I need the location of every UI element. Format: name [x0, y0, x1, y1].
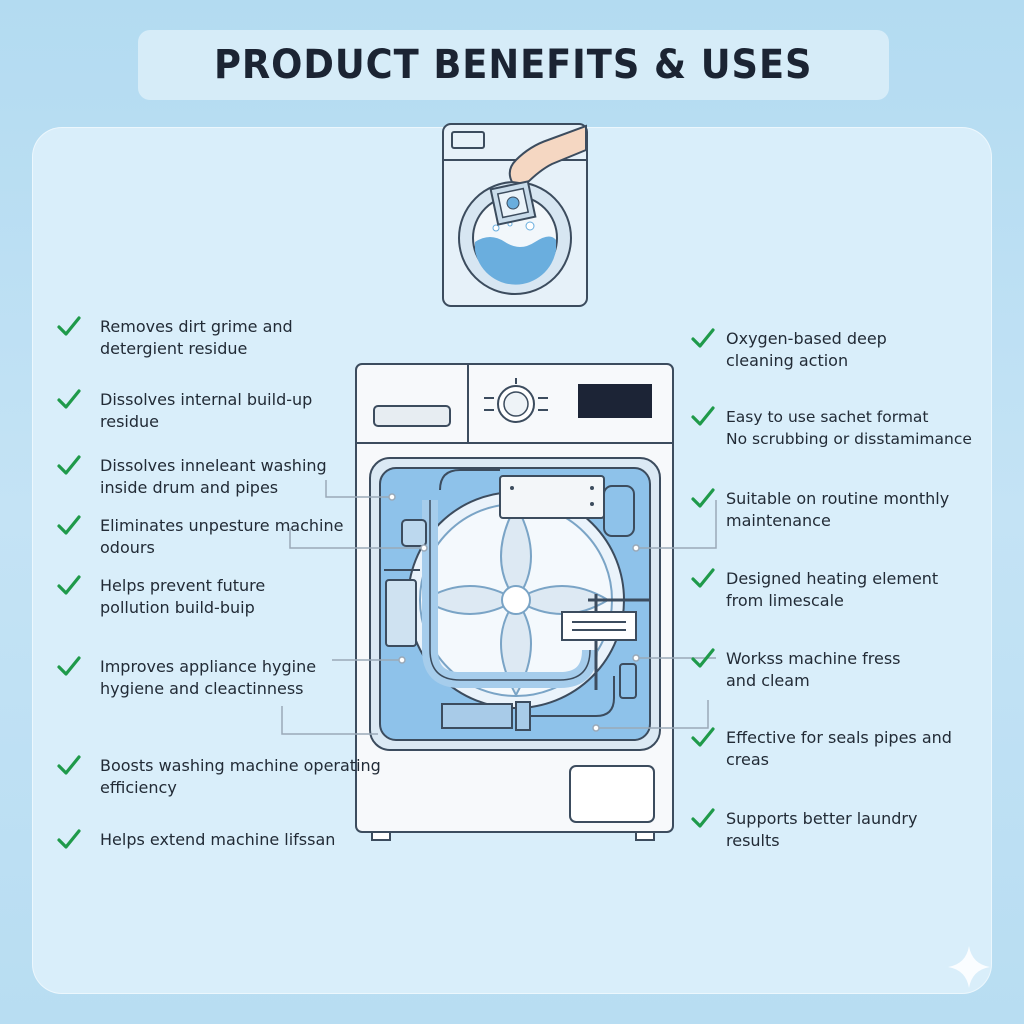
check-icon [691, 488, 715, 508]
check-icon [57, 829, 81, 849]
benefit-item: Removes dirt grime and detergient residu… [56, 316, 293, 360]
benefit-item: Effective for seals pipes and creas [690, 727, 952, 771]
benefit-item: Boosts washing machine operating efficie… [56, 755, 381, 799]
benefit-text: Boosts washing machine operating efficie… [100, 756, 381, 797]
check-icon [57, 755, 81, 775]
benefit-item: Eliminates unpesture machine odours [56, 515, 343, 559]
benefit-text: Supports better laundry results [726, 809, 918, 850]
check-icon [57, 575, 81, 595]
benefit-text: Dissolves inneleant washing inside drum … [100, 456, 327, 497]
benefit-item: Supports better laundry results [690, 808, 917, 852]
benefit-item: Dissolves inneleant washing inside drum … [56, 455, 327, 499]
benefit-item: Improves appliance hygine hygiene and cl… [56, 656, 316, 700]
benefit-text: Easy to use sachet format No scrubbing o… [726, 408, 972, 448]
benefit-text: Suitable on routine monthly maintenance [726, 489, 950, 530]
benefit-item: Helps prevent future pollution build-bui… [56, 575, 265, 619]
benefit-text: Helps prevent future pollution build-bui… [100, 576, 266, 617]
check-icon [691, 568, 715, 588]
benefit-text: Designed heating element from limescale [726, 569, 939, 610]
page-title: PRODUCT BENEFITS & USES [214, 42, 813, 88]
benefit-text: Dissolves internal build-up residue [100, 390, 313, 431]
check-icon [57, 656, 81, 676]
benefit-item: Helps extend machine lifssan [56, 829, 335, 851]
sparkle-icon [948, 946, 990, 988]
benefit-item: Oxygen-based deep cleaning action [690, 328, 887, 372]
benefit-text: Workss machine fress and cleam [726, 649, 901, 690]
check-icon [691, 648, 715, 668]
check-icon [691, 406, 715, 426]
benefit-text: Oxygen-based deep cleaning action [726, 329, 887, 370]
benefit-item: Designed heating element from limescale [690, 568, 938, 612]
benefit-item: Dissolves internal build-up residue [56, 389, 312, 433]
check-icon [57, 455, 81, 475]
check-icon [691, 808, 715, 828]
sachet-illustration [442, 123, 588, 307]
check-icon [57, 316, 81, 336]
check-icon [57, 515, 81, 535]
title-banner: PRODUCT BENEFITS & USES [138, 30, 889, 100]
washing-machine-diagram [281, 363, 717, 841]
check-icon [691, 727, 715, 747]
benefit-item: Workss machine fress and cleam [690, 648, 901, 692]
benefit-item: Suitable on routine monthly maintenance [690, 488, 949, 532]
benefit-text: Helps extend machine lifssan [100, 830, 336, 849]
benefit-text: Improves appliance hygine hygiene and cl… [100, 657, 317, 698]
benefit-text: Eliminates unpesture machine odours [100, 516, 344, 557]
check-icon [691, 328, 715, 348]
benefit-text: Effective for seals pipes and creas [726, 728, 952, 769]
check-icon [57, 389, 81, 409]
benefit-text: Removes dirt grime and detergient residu… [100, 317, 293, 358]
benefit-item: Easy to use sachet format No scrubbing o… [690, 406, 972, 450]
